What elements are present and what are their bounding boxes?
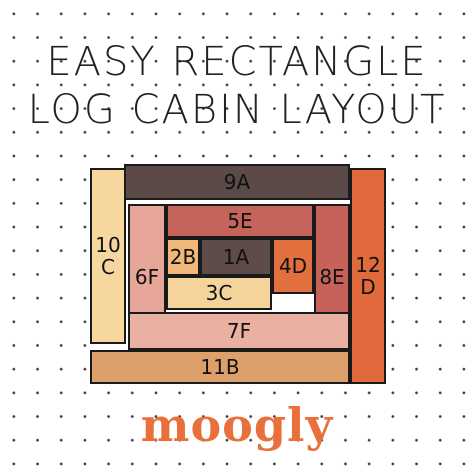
title-line-1: EASY RECTANGLE <box>46 39 428 85</box>
block-7f-label: 7F <box>226 319 252 343</box>
log-cabin-layout: 9A 10 C 12 D 5E 6F 8E 2B 1A 4D 3C 7F 11B <box>88 164 388 386</box>
block-1a: 1A <box>200 238 272 276</box>
block-10c: 10 C <box>90 168 126 344</box>
block-2b: 2B <box>166 238 200 276</box>
block-12d-label: 12 D <box>355 253 381 299</box>
block-11b-label: 11B <box>200 355 240 379</box>
block-3c-label: 3C <box>205 281 233 305</box>
block-11b: 11B <box>90 350 350 384</box>
block-9a: 9A <box>124 164 350 200</box>
block-3c: 3C <box>166 276 272 310</box>
title-line-2: LOG CABIN LAYOUT <box>27 87 447 133</box>
block-8e-label: 8E <box>319 265 345 289</box>
block-7f: 7F <box>128 312 350 350</box>
block-12d: 12 D <box>350 168 386 384</box>
moogly-logo: moogly <box>140 398 334 452</box>
block-9a-label: 9A <box>223 170 251 194</box>
block-6f-label: 6F <box>134 265 160 289</box>
block-1a-label: 1A <box>222 245 250 269</box>
block-4d: 4D <box>272 238 314 294</box>
block-2b-label: 2B <box>169 245 197 269</box>
block-5e-label: 5E <box>227 209 253 233</box>
block-4d-label: 4D <box>278 254 308 278</box>
block-5e: 5E <box>166 204 314 238</box>
block-10c-label: 10 C <box>95 233 121 279</box>
